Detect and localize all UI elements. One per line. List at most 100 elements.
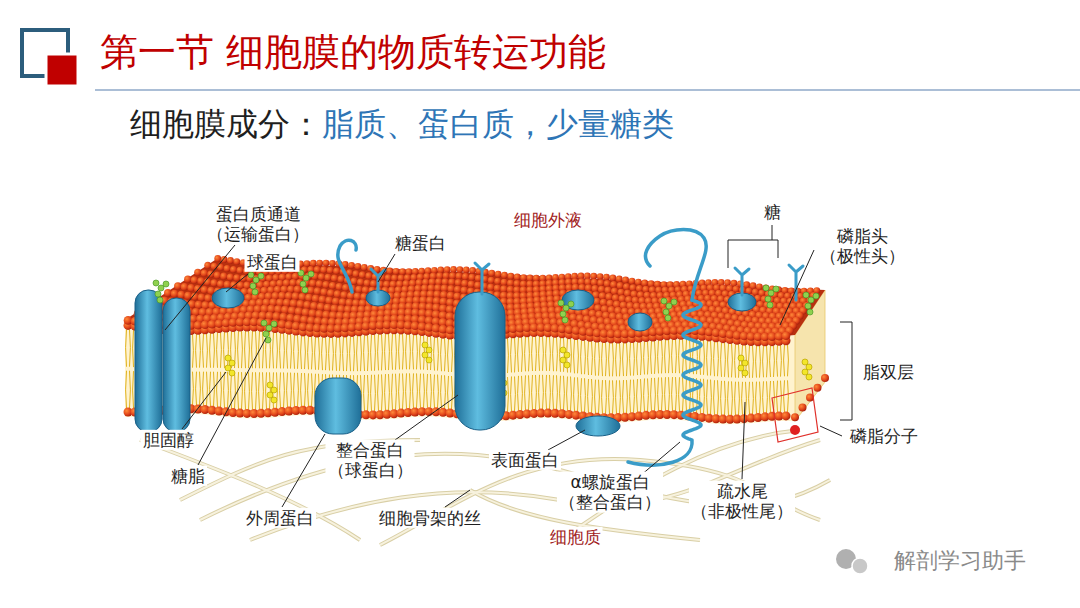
lipid-bilayer xyxy=(426,374,428,408)
glycolipid xyxy=(663,309,669,315)
cholesterol xyxy=(422,342,428,348)
lipid-bilayer xyxy=(395,334,397,370)
lipid-bilayer xyxy=(752,382,754,414)
lipid-bilayer xyxy=(605,293,612,300)
lipid-bilayer xyxy=(720,343,722,377)
lipid-bilayer xyxy=(510,338,512,373)
membrane-protein xyxy=(135,230,819,466)
lipid-bilayer xyxy=(384,334,386,370)
lipid-bilayer xyxy=(606,300,614,308)
lipid-bilayer xyxy=(710,341,712,376)
glycolipid xyxy=(773,286,779,292)
lipid-bilayer xyxy=(290,334,292,368)
lipid-bilayer xyxy=(320,288,328,296)
cholesterol xyxy=(742,360,748,366)
glycolipid xyxy=(155,291,161,297)
lipid-bilayer xyxy=(230,266,237,273)
lipid-bilayer xyxy=(661,340,663,373)
lipid-bilayer xyxy=(329,260,336,267)
lipid-bilayer xyxy=(286,334,288,368)
lipid-bilayer xyxy=(734,382,736,415)
lipid-bilayer xyxy=(325,297,333,305)
lipid-bilayer xyxy=(577,377,579,411)
lipid-bilayer xyxy=(556,375,558,409)
part-label: 糖 xyxy=(762,202,783,222)
lipid-bilayer xyxy=(209,372,211,407)
lipid-bilayer xyxy=(345,299,353,307)
lipid-bilayer xyxy=(214,255,221,262)
glycolipid xyxy=(813,293,819,299)
glycolipid xyxy=(671,299,677,305)
cholesterol xyxy=(426,357,432,363)
lipid-bilayer xyxy=(766,381,768,412)
lipid-bilayer xyxy=(327,289,335,297)
lipid-bilayer xyxy=(241,331,243,368)
glycolipid xyxy=(568,301,574,307)
cholesterol xyxy=(560,347,566,353)
lipid-bilayer xyxy=(762,381,764,412)
lipid-bilayer xyxy=(199,334,201,367)
lipid-bilayer xyxy=(355,286,362,293)
lipid-bilayer xyxy=(307,373,309,406)
lipid-bilayer xyxy=(192,335,194,368)
lipid-bilayer xyxy=(292,292,300,300)
lipid-bilayer xyxy=(220,273,227,280)
lipid-bilayer xyxy=(821,374,829,382)
lipid-bilayer xyxy=(416,373,418,408)
lipid-bilayer xyxy=(425,267,432,274)
lipid-bilayer xyxy=(132,330,134,367)
lipid-bilayer xyxy=(814,384,822,392)
lipid-bilayer xyxy=(787,380,789,412)
lipid-bilayer xyxy=(619,295,626,302)
lipid-bilayer xyxy=(330,304,338,312)
membrane-protein xyxy=(475,263,489,294)
lipid-bilayer xyxy=(409,334,411,369)
lipid-bilayer xyxy=(377,374,379,410)
lipid-bilayer xyxy=(710,380,712,415)
lipid-bilayer xyxy=(384,374,386,410)
lipid-bilayer xyxy=(685,378,687,412)
lipid-bilayer xyxy=(433,291,441,299)
lipid-bilayer xyxy=(304,336,306,369)
lipid-bilayer xyxy=(584,278,591,285)
lipid-bilayer xyxy=(603,274,610,281)
lipid-bilayer xyxy=(125,371,127,408)
glycolipid xyxy=(271,321,277,327)
glycolipid xyxy=(768,290,774,296)
lipid-bilayer xyxy=(255,372,257,409)
lipid-bilayer xyxy=(440,291,448,299)
lipid-bilayer xyxy=(573,377,575,411)
membrane-protein xyxy=(628,313,652,331)
lipid-bilayer xyxy=(287,285,295,293)
lipid-bilayer xyxy=(584,273,591,280)
lipid-bilayer xyxy=(510,376,512,411)
part-label: 细胞骨架的丝 xyxy=(377,508,483,528)
lipid-bilayer xyxy=(248,331,250,368)
lipid-bilayer xyxy=(563,376,565,410)
lipid-bilayer xyxy=(314,337,316,370)
lipid-bilayer xyxy=(318,337,320,370)
lipid-bilayer xyxy=(129,329,131,366)
lipid-bilayer xyxy=(507,279,514,286)
lipid-bilayer xyxy=(625,296,632,303)
lipid-bilayer xyxy=(276,298,284,306)
lipid-bilayer xyxy=(314,287,322,295)
lipid-bilayer xyxy=(391,274,398,281)
lipid-bilayer xyxy=(527,275,534,282)
lipid-bilayer xyxy=(192,372,194,405)
lipid-bilayer xyxy=(617,282,624,289)
lipid-bilayer xyxy=(594,380,596,414)
lipid-bilayer xyxy=(434,284,441,291)
lipid-bilayer xyxy=(500,285,507,292)
lipid-bilayer xyxy=(507,273,514,280)
lipid-bilayer xyxy=(514,280,521,287)
lipid-bilayer xyxy=(435,278,442,285)
lipid-bilayer xyxy=(776,345,778,376)
lipid-bilayer xyxy=(241,372,243,409)
lipid-bilayer xyxy=(214,272,221,279)
lipid-bilayer xyxy=(706,341,708,376)
lipid-bilayer xyxy=(437,375,439,408)
lipid-bilayer xyxy=(631,290,638,297)
lipid-bilayer xyxy=(298,293,306,301)
